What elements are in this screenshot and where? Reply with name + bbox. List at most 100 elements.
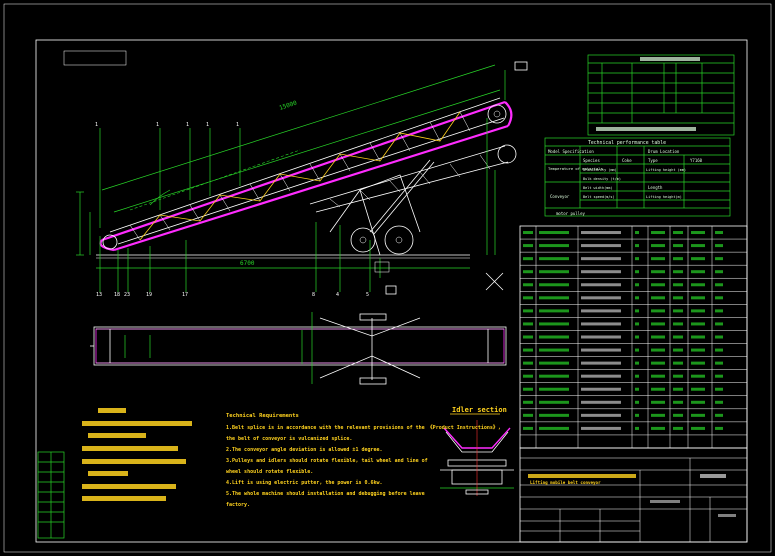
parts-list-cell — [715, 309, 723, 313]
parts-list-cell — [581, 309, 621, 313]
parts-list-cell — [635, 231, 639, 235]
outer-border — [3, 3, 772, 553]
overall-length-label: 15000 — [278, 100, 298, 112]
parts-list-cell — [581, 400, 621, 404]
parts-list-cell — [691, 322, 705, 326]
cell: Coke — [622, 158, 632, 163]
parts-list-cell — [691, 426, 705, 430]
parts-list-cell — [523, 309, 533, 313]
svg-text:4: 4 — [336, 292, 339, 298]
parts-list-cell — [635, 335, 639, 339]
head-pulley — [487, 104, 507, 124]
parts-list-cell — [673, 257, 683, 261]
cell: Temperature of materials — [548, 166, 603, 171]
parts-list-cell — [539, 400, 569, 404]
parts-list-cell — [651, 270, 665, 274]
parts-list-cell — [715, 361, 723, 365]
cell: Granularity (mm) — [583, 168, 617, 172]
title-block: Lifting mobile belt conveyor — [519, 447, 748, 543]
parts-list-cell — [673, 413, 683, 417]
parts-list-cell — [673, 335, 683, 339]
parts-list-cell — [673, 426, 683, 430]
svg-text:1: 1 — [206, 122, 209, 128]
cell: Lifting height(m) — [646, 195, 682, 199]
parts-list-cell — [523, 374, 533, 378]
requirement-line: wheel should rotate flexible. — [226, 469, 313, 475]
idler-section-detail: Idler section — [440, 406, 514, 496]
parts-list-cell — [539, 348, 569, 352]
parts-list-cell — [581, 361, 621, 365]
parts-list-cell — [523, 257, 533, 261]
cell: Conveyor — [550, 194, 570, 199]
conveyor-side-view: 6700 15000 1 1 1 1 1 13 18 — [76, 61, 528, 298]
parts-list-cell — [581, 283, 621, 287]
parts-list-cell — [651, 322, 665, 326]
cell: motor pulley — [556, 211, 585, 216]
parts-list-cell — [715, 413, 723, 417]
parts-list-cell — [691, 335, 705, 339]
parts-list-cell — [523, 387, 533, 391]
parts-list-cell — [581, 244, 621, 248]
cell: Lifting height (mm) — [646, 168, 686, 172]
parts-list-cell — [673, 270, 683, 274]
parts-list-cell — [581, 374, 621, 378]
cell: Length — [648, 185, 663, 190]
parts-list-cell — [523, 231, 533, 235]
parts-list-cell — [691, 231, 705, 235]
parts-list-cell — [715, 322, 723, 326]
svg-text:8: 8 — [312, 292, 315, 298]
parts-list-cell — [539, 413, 569, 417]
parts-list-cell — [691, 387, 705, 391]
svg-text:1: 1 — [186, 122, 189, 128]
parts-list-cell — [673, 348, 683, 352]
parts-list-cell — [651, 257, 665, 261]
parts-list-cell — [673, 296, 683, 300]
parts-list-cell — [523, 244, 533, 248]
parts-list-cell — [691, 413, 705, 417]
parts-list-cell — [715, 426, 723, 430]
parts-list-cell — [539, 322, 569, 326]
drawing-name-en: Lifting mobile belt conveyor — [530, 480, 601, 485]
parts-list-cell — [691, 270, 705, 274]
wheel-right — [384, 225, 414, 255]
parts-list-cell — [539, 387, 569, 391]
parts-list-cell — [523, 348, 533, 352]
cell: Species — [583, 158, 600, 163]
parts-list-cell — [635, 361, 639, 365]
requirement-line: 5.The whole machine should installation … — [226, 491, 425, 497]
parts-list-cell — [581, 348, 621, 352]
parts-list-cell — [523, 283, 533, 287]
parts-list-cell — [673, 387, 683, 391]
parts-list-cell — [635, 322, 639, 326]
base-length-label: 6700 — [240, 260, 255, 267]
parts-list-cell — [691, 374, 705, 378]
parts-list-cell — [581, 322, 621, 326]
parts-list-cell — [691, 283, 705, 287]
drawing-frame — [35, 39, 748, 543]
parts-list-cell — [539, 244, 569, 248]
parts-list-cell — [523, 296, 533, 300]
belt-return-line — [113, 124, 509, 252]
parts-list-cell — [673, 283, 683, 287]
svg-text:5: 5 — [366, 292, 369, 298]
parts-list-cell — [673, 361, 683, 365]
parts-list-cell — [715, 348, 723, 352]
cross-mark-icon — [485, 272, 504, 291]
cell: Belt width(mm) — [583, 186, 613, 190]
cell: Model Specification — [548, 149, 594, 154]
svg-text:1: 1 — [236, 122, 239, 128]
parts-list — [519, 225, 748, 449]
parts-list-cell — [715, 335, 723, 339]
svg-text:1: 1 — [156, 122, 159, 128]
parts-list-cell — [523, 361, 533, 365]
parts-list-cell — [539, 257, 569, 261]
parts-list-cell — [523, 322, 533, 326]
technical-requirements-cn — [82, 408, 192, 501]
parts-list-cell — [635, 296, 639, 300]
parts-list-cell — [539, 361, 569, 365]
parts-list-cell — [635, 374, 639, 378]
parts-list-cell — [715, 400, 723, 404]
parts-list-cell — [691, 309, 705, 313]
